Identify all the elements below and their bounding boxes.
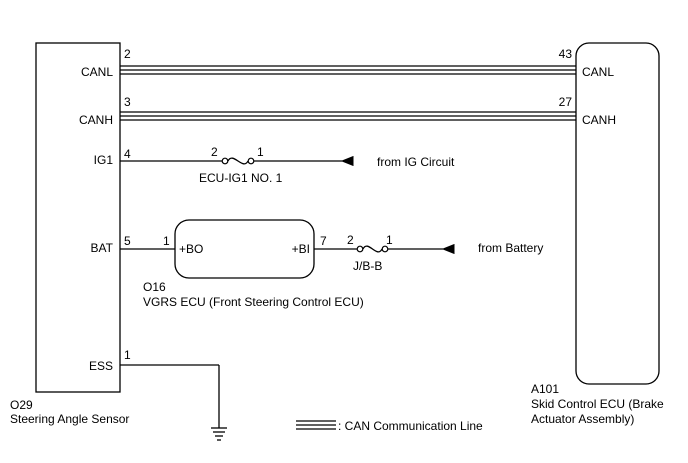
left-component-name: Steering Angle Sensor	[10, 412, 129, 426]
right-pin-canl: 43	[559, 47, 573, 61]
battery-source: from Battery	[478, 241, 543, 255]
fuse-jbb-pin-in: 2	[347, 233, 354, 247]
left-terminal-label-ess: ESS	[89, 359, 113, 373]
ess-ground-wire	[120, 364, 220, 428]
skid-control-ecu-box	[575, 42, 660, 385]
can-line-legend-symbol	[296, 420, 336, 430]
vgrs-right-label: +BI	[292, 242, 310, 256]
right-component-name-line1: Skid Control ECU (Brake	[531, 397, 664, 411]
canl-can-line	[120, 65, 576, 75]
vgrs-left-label: +BO	[179, 242, 203, 256]
left-terminal-label-canl: CANL	[81, 65, 113, 79]
left-component-code: O29	[10, 398, 33, 412]
fuse-jbb-pin-out: 1	[386, 233, 393, 247]
ground-icon	[211, 427, 227, 441]
battery-wire	[314, 243, 455, 255]
fuse-ig1-name: ECU-IG1 NO. 1	[199, 171, 283, 185]
ig-circuit-source: from IG Circuit	[377, 155, 455, 169]
fuse-ig1-pin-out: 1	[257, 145, 264, 159]
left-pin-canh: 3	[124, 95, 131, 109]
ig1-wire	[120, 155, 354, 167]
right-component-name-line2: Actuator Assembly)	[531, 412, 634, 426]
vgrs-ecu-name: VGRS ECU (Front Steering Control ECU)	[143, 295, 364, 309]
fuse-jbb-name: J/B-B	[353, 259, 382, 273]
left-pin-ess: 1	[124, 348, 131, 362]
left-pin-bat: 5	[124, 234, 131, 248]
fuse-ig1-pin-in: 2	[211, 145, 218, 159]
left-pin-ig1: 4	[124, 147, 131, 161]
steering-angle-sensor-box	[35, 42, 121, 393]
left-terminal-label-ig1: IG1	[94, 153, 114, 167]
legend-text: : CAN Communication Line	[338, 419, 483, 433]
right-component-code: A101	[531, 382, 559, 396]
canh-can-line	[120, 111, 576, 121]
vgrs-left-pin: 1	[163, 234, 170, 248]
vgrs-ecu-code: O16	[143, 280, 166, 294]
left-terminal-label-bat: BAT	[91, 241, 114, 255]
left-terminal-label-canh: CANH	[79, 113, 113, 127]
left-pin-canl: 2	[124, 47, 131, 61]
right-terminal-label-canh: CANH	[582, 113, 616, 127]
vgrs-right-pin: 7	[320, 234, 327, 248]
right-terminal-label-canl: CANL	[582, 65, 614, 79]
right-pin-canh: 27	[559, 95, 573, 109]
